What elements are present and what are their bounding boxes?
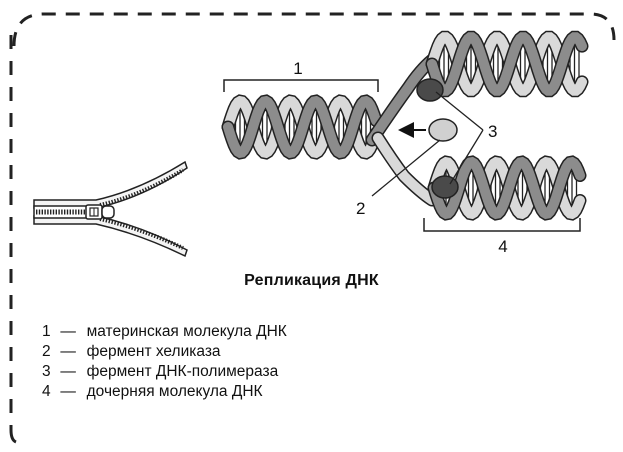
dashed-frame-corner <box>11 430 16 442</box>
polymerase-lower <box>432 176 458 198</box>
callout-4: 4 <box>498 237 507 256</box>
bracket-parent <box>224 80 378 92</box>
legend-text: фермент хеликаза <box>87 343 221 360</box>
legend-item: 4 — дочерняя молекула ДНК <box>42 382 287 402</box>
zipper-icon <box>34 162 187 256</box>
legend-item: 1 — материнская молекула ДНК <box>42 322 287 342</box>
legend-text: дочерняя молекула ДНК <box>87 383 263 400</box>
legend-item: 2 — фермент хеликаза <box>42 342 287 362</box>
parent-helix <box>228 101 376 153</box>
polymerase-upper <box>417 79 443 101</box>
figure-title: Репликация ДНК <box>0 272 623 290</box>
daughter-helix-upper <box>432 37 582 91</box>
callout-1: 1 <box>293 59 302 78</box>
legend-list: 1 — материнская молекула ДНК 2 — фермент… <box>42 322 287 402</box>
legend-text: материнская молекула ДНК <box>87 323 287 340</box>
legend-text: фермент ДНК-полимераза <box>87 363 279 380</box>
callout-3: 3 <box>488 122 497 141</box>
legend-item: 3 — фермент ДНК-полимераза <box>42 362 287 382</box>
helicase <box>429 119 457 141</box>
callout-2: 2 <box>356 199 365 218</box>
